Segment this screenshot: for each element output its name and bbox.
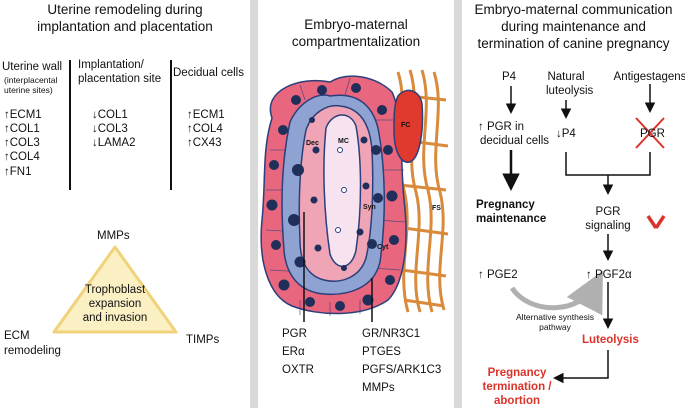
termination-3: abortion <box>494 395 540 407</box>
separator-left <box>250 0 258 408</box>
receptor-item: PGR <box>282 328 307 340</box>
triangle-top-label: MMPs <box>97 230 130 242</box>
middle-title-line1: Embryo-maternal <box>304 17 408 32</box>
pregnancy-maintenance-1: Pregnancy <box>476 199 535 211</box>
red-down-arrow-icon <box>646 215 666 229</box>
natural-luteolysis-1: Natural <box>547 71 585 83</box>
alt-synthesis-2: pathway <box>539 322 571 332</box>
p4-label: P4 <box>502 71 517 83</box>
implant-item: ↓COL1 <box>92 109 128 121</box>
receptor-item: ERα <box>282 346 305 358</box>
uterine-remodeling-panel: Uterine remodeling during implantation a… <box>0 0 250 408</box>
trophoblast-triangle <box>52 245 178 334</box>
down-p4-label: ↓P4 <box>556 128 576 140</box>
uterine-item: ↑ECM1 <box>4 109 42 121</box>
uterine-wall-sub1: (interplacental <box>4 75 58 85</box>
enzyme-item: GR/NR3C1 <box>362 328 421 340</box>
enzyme-item: PTGES <box>362 346 401 358</box>
label-fc: FC <box>401 122 411 129</box>
implant-item: ↓LAMA2 <box>92 137 136 149</box>
uterine-item: ↑COL3 <box>4 137 40 149</box>
nuclei <box>266 83 399 311</box>
label-dec: Dec <box>306 140 319 147</box>
triangle-center-2: expansion <box>88 298 142 310</box>
decidual-item: ↑COL4 <box>187 123 223 135</box>
receptor-item: OXTR <box>282 364 314 376</box>
triangle-left-label-2: remodeling <box>4 345 61 357</box>
implantation-heading: Implantation/ <box>78 59 144 71</box>
pregnancy-maintenance-2: maintenance <box>476 213 547 225</box>
label-fs: FS <box>432 205 441 212</box>
fetal-capillary <box>393 89 424 163</box>
pgr-crossed-label: PGR <box>640 128 665 140</box>
triangle-center-1: Trophoblast <box>84 284 146 296</box>
label-cyt: Cyt <box>377 244 389 251</box>
label-mc: MC <box>338 138 349 145</box>
natural-luteolysis-2: luteolysis <box>546 85 594 97</box>
implantation-heading-2: placentation site <box>78 73 162 85</box>
uterine-wall-sub2: uterine sites) <box>4 85 53 95</box>
termination-1: Pregnancy <box>487 367 547 379</box>
uterine-wall-heading: Uterine wall <box>2 61 63 73</box>
leader-lines <box>303 212 373 322</box>
pgr-decidual-1: ↑ PGR in <box>478 121 525 133</box>
right-title-line2: during maintenance and <box>501 19 646 34</box>
pgf2a-label: ↑ PGF2α <box>586 269 632 281</box>
implant-item: ↓COL3 <box>92 123 128 135</box>
decidual-item: ↑ECM1 <box>187 109 225 121</box>
separator-right <box>454 0 462 408</box>
triangle-left-label-1: ECM <box>4 330 30 342</box>
uterine-item: ↑COL1 <box>4 123 40 135</box>
column-divider <box>170 60 172 190</box>
triangle-center-3: and invasion <box>82 312 148 324</box>
uterine-item: ↑COL4 <box>4 151 40 163</box>
alt-synthesis-1: Alternative synthesis <box>516 312 594 322</box>
enzyme-item: PGFS/ARK1C3 <box>362 364 442 376</box>
decidual-item: ↑CX43 <box>187 137 222 149</box>
middle-title-line2: compartmentalization <box>291 34 421 49</box>
pge2-label: ↑ PGE2 <box>478 269 518 281</box>
luteolysis-label: Luteolysis <box>582 334 639 346</box>
triangle-right-label: TIMPs <box>186 334 220 346</box>
pgr-decidual-2: decidual cells <box>480 135 550 147</box>
decidual-heading: Decidual cells <box>173 67 244 79</box>
enzyme-item: MMPs <box>362 382 395 394</box>
label-syn: Syn <box>363 204 376 211</box>
right-title-line1: Embryo-maternal communication <box>474 2 673 17</box>
pgr-signaling-1: PGR <box>595 206 621 218</box>
column-divider <box>69 60 71 190</box>
panel-title-line2: implantation and placentation <box>37 19 213 34</box>
termination-2: termination / <box>482 381 552 393</box>
panel-title-line1: Uterine remodeling during <box>47 2 203 17</box>
antigestagens-label: Antigestagens <box>613 71 685 83</box>
pgr-signaling-2: signaling <box>585 220 631 232</box>
right-title-line3: termination of canine pregnancy <box>477 36 670 51</box>
uterine-item: ↑FN1 <box>4 166 32 178</box>
